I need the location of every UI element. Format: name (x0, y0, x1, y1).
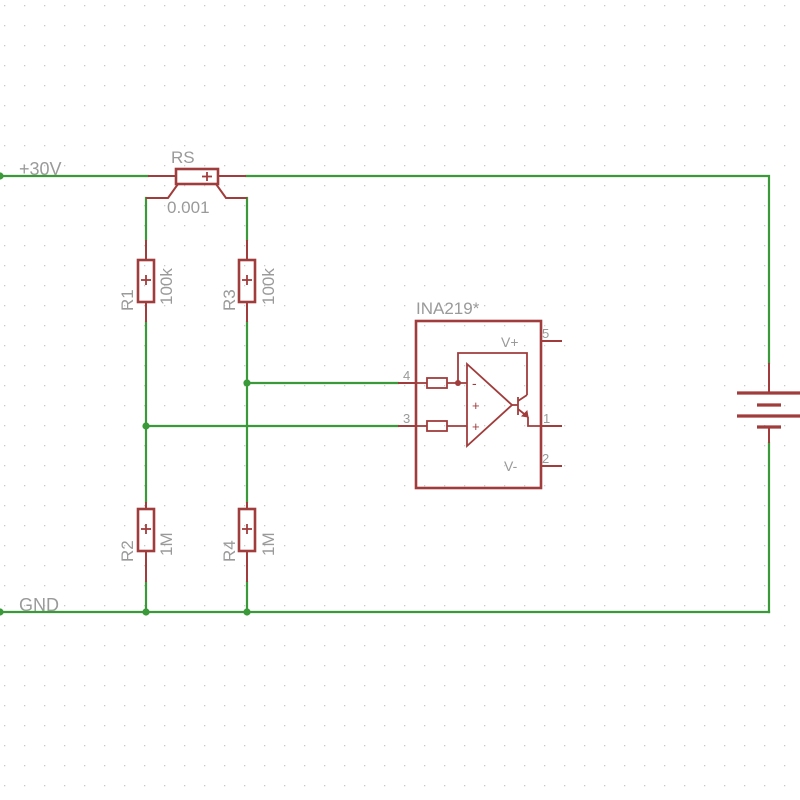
r3-value-label: 100k (259, 268, 278, 305)
ground-net-label: GND (19, 595, 59, 615)
junction-dot (243, 608, 251, 616)
resistor-r1[interactable]: R1 100k (118, 240, 176, 322)
ina219-chip[interactable]: INA219* 5 4 3 1 2 V+ V- - + + (398, 299, 562, 490)
resistor-r3[interactable]: R3 100k (220, 240, 278, 322)
pin-5-number: 5 (542, 326, 549, 341)
v-minus-label: V- (504, 458, 518, 474)
battery[interactable] (737, 363, 800, 443)
pin-1-number: 1 (543, 411, 550, 426)
shunt-to-battery-wire[interactable] (244, 174, 771, 365)
shunt-value-label: 0.001 (167, 198, 210, 217)
resistor-r4[interactable]: R4 1M (220, 502, 278, 582)
junction-dot (0, 172, 4, 180)
ic-output-wire (527, 417, 541, 427)
junction-dot (142, 608, 150, 616)
shunt-body (174, 167, 220, 186)
r1-value-label: 100k (157, 268, 176, 305)
feedback-path (457, 352, 528, 395)
r2-value-label: 1M (157, 532, 176, 556)
transistor-collector (517, 394, 528, 402)
r3-name-label: R3 (220, 289, 239, 311)
ic-internal-junction (455, 380, 461, 386)
ic-body (414, 319, 543, 490)
supply-net-label: +30V (19, 159, 62, 179)
r4-name-label: R4 (220, 540, 239, 562)
wires (0, 174, 771, 614)
shunt-sense-right (215, 183, 247, 199)
pin-4-number: 4 (403, 368, 410, 383)
shunt-name-label: RS (171, 148, 195, 167)
ic-name-label: INA219* (416, 299, 480, 318)
shunt-resistor[interactable]: RS 0.001 (146, 148, 247, 217)
junction-dot (243, 379, 251, 387)
opamp-plus-sign: + (472, 419, 480, 434)
opamp-minus-sign: - (472, 375, 477, 391)
transistor-emitter-arrow (520, 409, 529, 418)
junctions (0, 172, 251, 616)
opamp-plus-sign: + (472, 398, 480, 413)
r4-value-label: 1M (259, 532, 278, 556)
opamp-triangle (466, 361, 514, 449)
shunt-sense-left (146, 183, 179, 199)
r2-name-label: R2 (118, 540, 137, 562)
r1-name-label: R1 (118, 289, 137, 311)
v-plus-label: V+ (501, 334, 519, 350)
junction-dot (0, 608, 4, 616)
resistor-r2[interactable]: R2 1M (118, 502, 176, 582)
junction-dot (142, 422, 150, 430)
pin-2-number: 2 (542, 451, 549, 466)
pin-3-number: 3 (403, 411, 410, 426)
